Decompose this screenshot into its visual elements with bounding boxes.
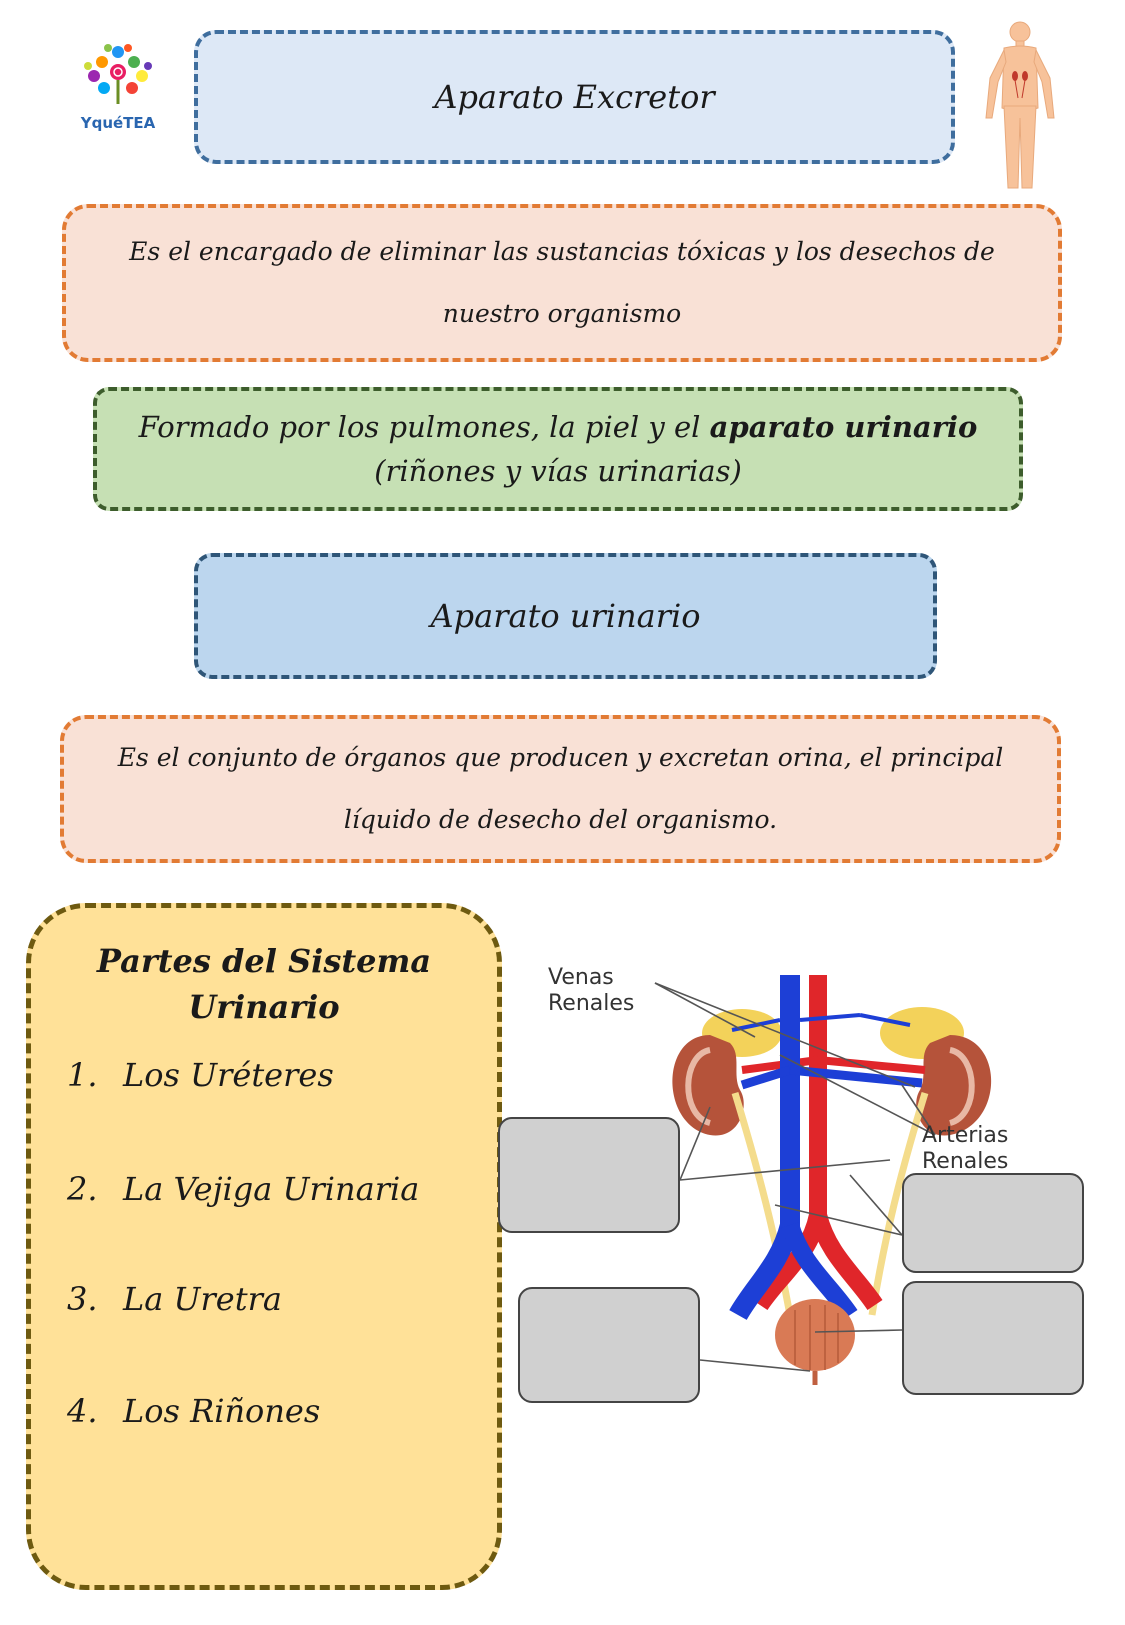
list-item: 2. La Vejiga Urinaria [67, 1170, 419, 1208]
human-body-figure [980, 18, 1060, 194]
ureter-right [868, 1091, 929, 1316]
list-number: 2. [67, 1170, 98, 1208]
lollipop-tree-icon [84, 44, 152, 104]
list-label: Los Riñones [123, 1392, 321, 1430]
kidney-right [916, 1035, 992, 1136]
list-number: 3. [67, 1280, 98, 1318]
venas-label-line1: Venas [548, 965, 614, 990]
list-number: 1. [67, 1056, 98, 1094]
arterias-label-line1: Arterias [922, 1123, 1009, 1148]
arterias-renales-label: Arterias Renales [922, 1123, 1008, 1175]
excretor-definition-box: Es el encargado de eliminar las sustanci… [62, 204, 1062, 362]
list-item: 1. Los Uréteres [67, 1056, 334, 1094]
formed-by-end: (riñones y vías urinarias) [374, 454, 742, 488]
list-item: 4. Los Riñones [67, 1392, 320, 1430]
formed-by-text: Formado por los pulmones, la piel y el a… [127, 405, 989, 493]
yquetea-logo: YquéTEA [78, 40, 158, 140]
list-label: Los Uréteres [123, 1056, 334, 1094]
formed-by-start: Formado por los pulmones, la piel y el [138, 410, 710, 444]
list-label: La Uretra [123, 1280, 282, 1318]
excretor-definition: Es el encargado de eliminar las sustanci… [129, 237, 995, 328]
answer-box-ureter[interactable] [902, 1173, 1084, 1273]
parts-box: Partes del Sistema Urinario 1. Los Uréter… [26, 903, 502, 1590]
logo-text: YquéTEA [80, 114, 156, 132]
urinario-definition-box: Es el conjunto de órganos que producen y… [60, 715, 1061, 863]
formed-by-bold: aparato urinario [709, 410, 978, 444]
urinario-title-box: Aparato urinario [194, 553, 937, 679]
list-item: 3. La Uretra [67, 1280, 282, 1318]
urinario-title: Aparato urinario [430, 597, 701, 635]
kidney-left [672, 1035, 744, 1136]
bladder [775, 1299, 855, 1371]
parts-title: Partes del Sistema Urinario [96, 942, 432, 1026]
formed-by-box: Formado por los pulmones, la piel y el a… [93, 387, 1023, 511]
page-title: Aparato Excretor [434, 78, 715, 116]
urinario-definition: Es el conjunto de órganos que producen y… [117, 743, 1004, 834]
list-number: 4. [67, 1392, 98, 1430]
urinary-system-diagram: Venas Renales Arterias Renales [498, 965, 1120, 1575]
venas-renales-label: Venas Renales [548, 965, 634, 1017]
answer-box-bladder[interactable] [902, 1281, 1084, 1395]
title-box: Aparato Excretor [194, 30, 955, 164]
venas-label-line2: Renales [548, 991, 635, 1016]
arterias-label-line2: Renales [922, 1149, 1009, 1174]
list-label: La Vejiga Urinaria [123, 1170, 420, 1208]
answer-box-kidney[interactable] [498, 1117, 680, 1233]
answer-box-urethra[interactable] [518, 1287, 700, 1403]
